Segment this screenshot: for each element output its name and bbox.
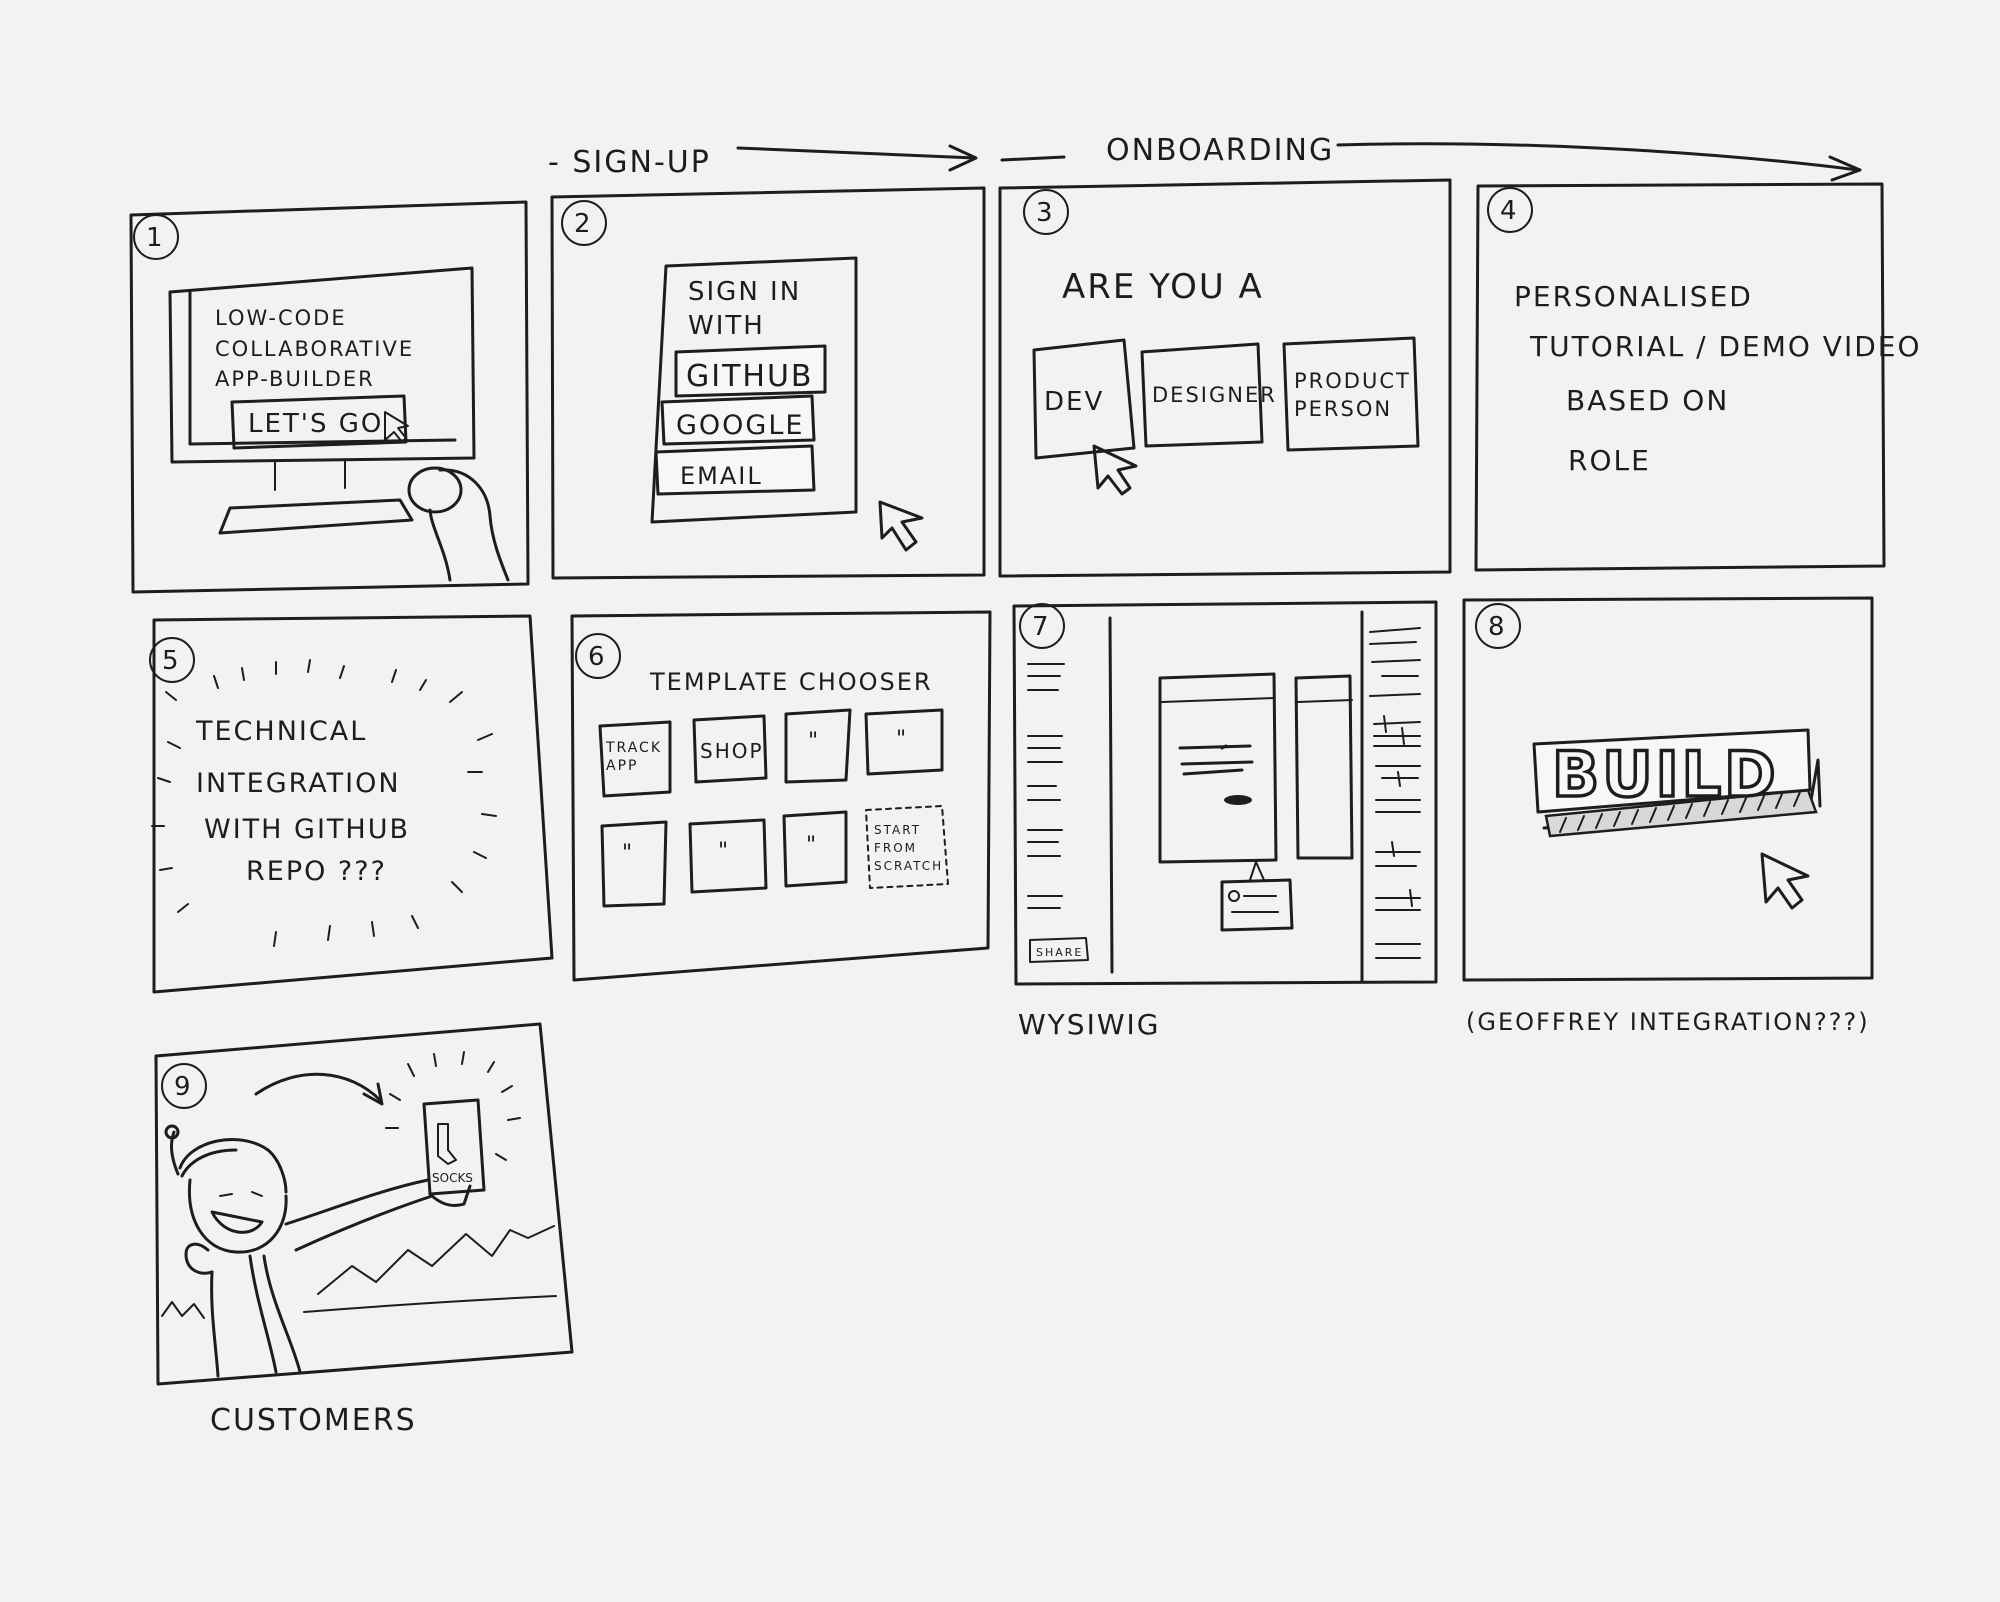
github-option-button[interactable] xyxy=(674,344,827,398)
lets-go-label: LET'S GO xyxy=(248,409,383,439)
email-option-button[interactable] xyxy=(654,444,816,496)
role-product-card[interactable] xyxy=(1282,336,1420,452)
template-tile-label: " xyxy=(808,729,820,754)
cursor-icon xyxy=(384,411,409,443)
panel-number: 6 xyxy=(588,642,605,672)
email-option-label: EMAIL xyxy=(680,462,763,490)
keyboard-icon xyxy=(218,498,414,535)
panel-number: 1 xyxy=(146,223,163,253)
cursor-icon xyxy=(1760,852,1810,910)
template-tile-label: " xyxy=(718,839,730,864)
panel-9: 9 SOCKS CUSTO xyxy=(154,1022,574,1438)
google-option-label: GOOGLE xyxy=(676,410,804,441)
emphasis-dashes xyxy=(151,659,497,947)
panel-8: 8 BUILD (GEOFFREY INTEGRATION???) xyxy=(1462,596,1874,1036)
role-question: ARE YOU A xyxy=(1062,267,1264,307)
panel-1-line-3: APP-BUILDER xyxy=(215,367,375,391)
panel-4-line-4: ROLE xyxy=(1568,444,1651,477)
panel-5-line-1: TECHNICAL xyxy=(195,716,367,747)
github-option-label: GITHUB xyxy=(686,359,814,394)
customer-person-icon xyxy=(164,1124,472,1378)
phone-icon: SOCKS xyxy=(385,1051,521,1196)
onboarding-flow-arrow: ONBOARDING xyxy=(1000,133,1862,182)
signup-flow-arrow: - SIGN-UP xyxy=(548,144,978,180)
geoffrey-caption: (GEOFFREY INTEGRATION???) xyxy=(1466,1008,1870,1036)
template-chooser-title: TEMPLATE CHOOSER xyxy=(649,668,933,696)
start-from-scratch-tile[interactable] xyxy=(865,805,949,889)
panel-number: 7 xyxy=(1032,612,1049,642)
panel-number: 9 xyxy=(174,1072,191,1102)
role-designer-card[interactable] xyxy=(1140,342,1264,448)
panel-5: 5 TECHNICAL INTEGRATION WITH GITHUB REPO… xyxy=(149,614,554,994)
build-button[interactable]: BUILD xyxy=(1532,728,1822,838)
comment-bubble[interactable] xyxy=(1220,878,1294,932)
customers-caption: CUSTOMERS xyxy=(210,1403,417,1438)
panel-4-line-1: PERSONALISED xyxy=(1514,280,1753,313)
panel-5-line-3: WITH GITHUB xyxy=(204,814,410,845)
panel-number: 8 xyxy=(1488,612,1505,642)
onboarding-label: ONBOARDING xyxy=(1106,133,1334,168)
share-label: SHARE xyxy=(1036,946,1083,959)
signup-label: - SIGN-UP xyxy=(548,145,711,180)
template-tile[interactable] xyxy=(782,810,848,888)
cursor-icon xyxy=(878,500,924,552)
phone-label: SOCKS xyxy=(432,1171,473,1185)
hand-on-mouse-icon xyxy=(407,466,510,582)
template-tile[interactable] xyxy=(688,818,768,894)
template-tile-label: SHOP xyxy=(700,739,764,763)
panel-4: 4 PERSONALISED TUTORIAL / DEMO VIDEO BAS… xyxy=(1474,182,1922,572)
share-button[interactable] xyxy=(1029,937,1089,963)
panel-1-line-1: LOW-CODE xyxy=(215,306,347,330)
panel-4-line-3: BASED ON xyxy=(1566,384,1729,417)
panel-4-line-2: TUTORIAL / DEMO VIDEO xyxy=(1529,330,1922,363)
editor-left-sidebar xyxy=(1108,616,1114,974)
template-tile-label: " xyxy=(806,833,818,858)
panel-5-line-2: INTEGRATION xyxy=(196,768,401,799)
role-designer-label: DESIGNER xyxy=(1152,383,1277,407)
editor-canvas-frame xyxy=(1158,672,1278,864)
wysiwig-caption: WYSIWIG xyxy=(1018,1008,1160,1041)
panel-number: 5 xyxy=(162,646,179,676)
editor-second-frame xyxy=(1294,674,1354,860)
build-label: BUILD xyxy=(1552,738,1779,811)
sign-in-heading-1: SIGN IN xyxy=(688,277,801,307)
cursor-icon xyxy=(1092,444,1138,496)
monitor-icon xyxy=(168,266,476,464)
panel-1-line-2: COLLABORATIVE xyxy=(215,337,414,361)
template-tile[interactable] xyxy=(864,708,944,776)
template-tile[interactable] xyxy=(784,708,852,784)
google-option-button[interactable] xyxy=(660,394,816,446)
panel-1: 1 LOW-CODE COLLABORATIVE APP-BUILDER LET… xyxy=(129,200,530,594)
template-tile[interactable] xyxy=(600,820,668,908)
template-tile[interactable] xyxy=(598,720,672,798)
role-dev-card[interactable] xyxy=(1032,338,1136,460)
template-tile-label: " xyxy=(622,841,634,866)
template-tile-label: " xyxy=(896,727,908,752)
sign-in-heading-2: WITH xyxy=(688,311,765,341)
lets-go-button[interactable] xyxy=(230,394,408,450)
panel-number: 2 xyxy=(574,209,591,239)
sign-in-card xyxy=(650,256,858,524)
panel-7: 7 SHARE WYSIWIG xyxy=(1012,600,1438,1041)
panel-5-line-4: REPO ??? xyxy=(246,856,387,887)
role-dev-label: DEV xyxy=(1044,387,1104,417)
panel-number: 3 xyxy=(1036,198,1053,228)
panel-number: 4 xyxy=(1500,196,1517,226)
template-tile[interactable] xyxy=(692,714,768,784)
panel-2: 2 SIGN IN WITH GITHUB GOOGLE EMAIL xyxy=(550,186,986,580)
